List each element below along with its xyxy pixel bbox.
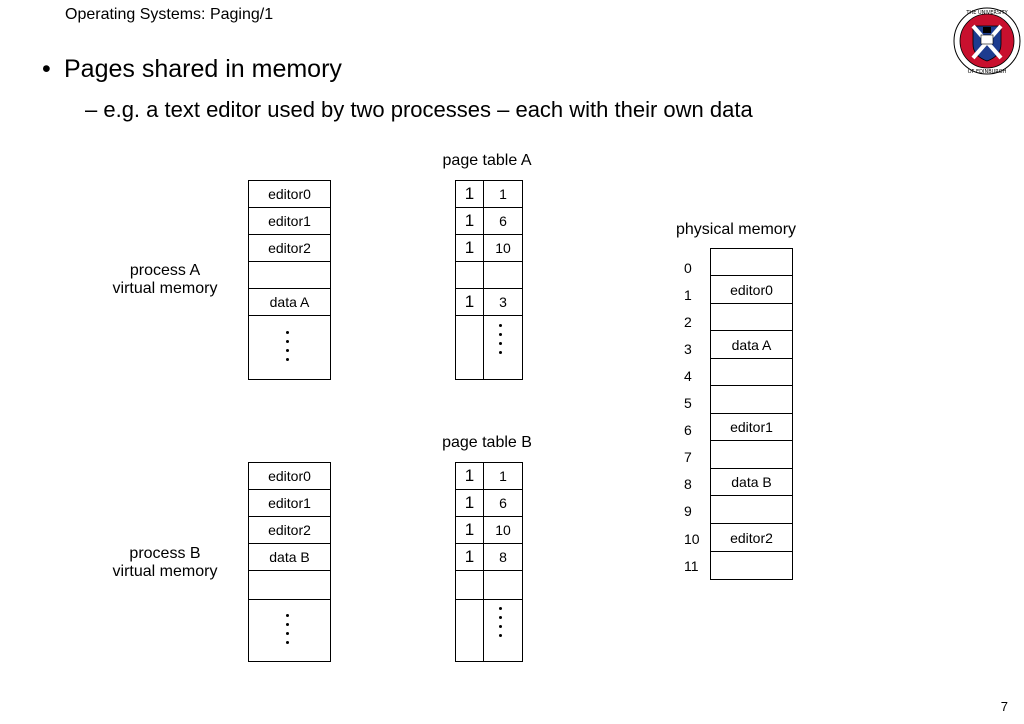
page-table-a-frame-4: 3 bbox=[483, 288, 523, 316]
process-a-page-2: editor2 bbox=[248, 234, 331, 262]
page-table-b-valid-1: 1 bbox=[455, 489, 484, 517]
page-table-b-frame-0: 1 bbox=[483, 462, 523, 490]
process-a-page-1: editor1 bbox=[248, 207, 331, 235]
process-a-label-line1: process A bbox=[129, 262, 201, 279]
frame-number: 9 bbox=[684, 503, 692, 519]
page-table-a-frame-1: 6 bbox=[483, 207, 523, 235]
frame-number: 5 bbox=[684, 395, 692, 411]
page-table-a-valid-3 bbox=[455, 261, 484, 289]
physical-frame-9 bbox=[710, 495, 793, 524]
page-table-a-frame-0: 1 bbox=[483, 180, 523, 208]
page-table-b-valid-3: 1 bbox=[455, 543, 484, 571]
page-table-b-frame-3: 8 bbox=[483, 543, 523, 571]
process-b-page-0: editor0 bbox=[248, 462, 331, 490]
physical-frame-5 bbox=[710, 385, 793, 414]
slide-page-number: 7 bbox=[1000, 699, 1008, 714]
process-b-page-1: editor1 bbox=[248, 489, 331, 517]
physical-frame-3: data A bbox=[710, 330, 793, 359]
page-table-b-frame-2: 10 bbox=[483, 516, 523, 544]
page-table-a-frame-more bbox=[483, 315, 523, 380]
physical-frame-6: editor1 bbox=[710, 413, 793, 441]
sub-bullet-point: – e.g. a text editor used by two process… bbox=[85, 97, 753, 122]
physical-frame-0 bbox=[710, 248, 793, 276]
page-table-b-frame-4 bbox=[483, 570, 523, 600]
frame-number: 4 bbox=[684, 368, 692, 384]
page-table-b-title: page table B bbox=[442, 434, 532, 451]
bullet-point: • Pages shared in memory bbox=[42, 55, 342, 84]
process-b-page-4 bbox=[248, 570, 331, 600]
physical-frame-10: editor2 bbox=[710, 523, 793, 552]
frame-number: 10 bbox=[684, 531, 700, 547]
page-table-b-valid-2: 1 bbox=[455, 516, 484, 544]
physical-frame-1: editor0 bbox=[710, 275, 793, 304]
page-table-b-frame-1: 6 bbox=[483, 489, 523, 517]
page-table-a-frame-2: 10 bbox=[483, 234, 523, 262]
frame-number: 0 bbox=[684, 260, 692, 276]
frame-number: 11 bbox=[684, 558, 699, 574]
page-table-a-valid-1: 1 bbox=[455, 207, 484, 235]
svg-text:OF EDINBURGH: OF EDINBURGH bbox=[968, 69, 1007, 75]
page-table-b-valid-more bbox=[455, 599, 484, 662]
process-a-label-line2: virtual memory bbox=[112, 280, 218, 297]
process-b-page-3: data B bbox=[248, 543, 331, 571]
slide-header-title: Operating Systems: Paging/1 bbox=[65, 6, 274, 23]
page-table-b-valid-0: 1 bbox=[455, 462, 484, 490]
physical-frame-8: data B bbox=[710, 468, 793, 496]
process-b-page-2: editor2 bbox=[248, 516, 331, 544]
frame-number: 1 bbox=[684, 287, 692, 303]
process-b-label-line1: process B bbox=[129, 545, 201, 562]
page-table-a-valid-0: 1 bbox=[455, 180, 484, 208]
ellipsis-icon bbox=[284, 614, 290, 650]
frame-number: 8 bbox=[684, 476, 692, 492]
physical-frame-4 bbox=[710, 358, 793, 386]
frame-number: 7 bbox=[684, 449, 692, 465]
bullet-text: Pages shared in memory bbox=[64, 55, 342, 83]
page-table-a-title: page table A bbox=[442, 152, 532, 169]
physical-memory-title: physical memory bbox=[676, 221, 797, 238]
page-table-a-valid-more bbox=[455, 315, 484, 380]
physical-frame-11 bbox=[710, 551, 793, 580]
physical-frame-7 bbox=[710, 440, 793, 469]
university-crest-logo: THE UNIVERSITY OF EDINBURGH bbox=[953, 7, 1021, 75]
process-a-page-4: data A bbox=[248, 288, 331, 316]
process-b-page-more bbox=[248, 599, 331, 662]
frame-number: 3 bbox=[684, 341, 692, 357]
page-table-b-frame-more bbox=[483, 599, 523, 662]
bullet-dot-icon: • bbox=[42, 55, 51, 83]
ellipsis-icon bbox=[497, 607, 503, 643]
process-a-page-3 bbox=[248, 261, 331, 289]
frame-number: 6 bbox=[684, 422, 692, 438]
process-b-label: process B virtual memory bbox=[95, 545, 235, 581]
process-a-page-more bbox=[248, 315, 331, 380]
page-table-b-valid-4 bbox=[455, 570, 484, 600]
svg-text:THE UNIVERSITY: THE UNIVERSITY bbox=[965, 10, 1008, 16]
physical-frame-2 bbox=[710, 303, 793, 331]
page-table-a-valid-4: 1 bbox=[455, 288, 484, 316]
process-b-label-line2: virtual memory bbox=[112, 563, 218, 580]
ellipsis-icon bbox=[497, 324, 503, 360]
frame-number: 2 bbox=[684, 314, 692, 330]
ellipsis-icon bbox=[284, 331, 290, 367]
page-table-a-frame-3 bbox=[483, 261, 523, 289]
page-table-a-valid-2: 1 bbox=[455, 234, 484, 262]
process-a-label: process A virtual memory bbox=[95, 262, 235, 298]
process-a-page-0: editor0 bbox=[248, 180, 331, 208]
